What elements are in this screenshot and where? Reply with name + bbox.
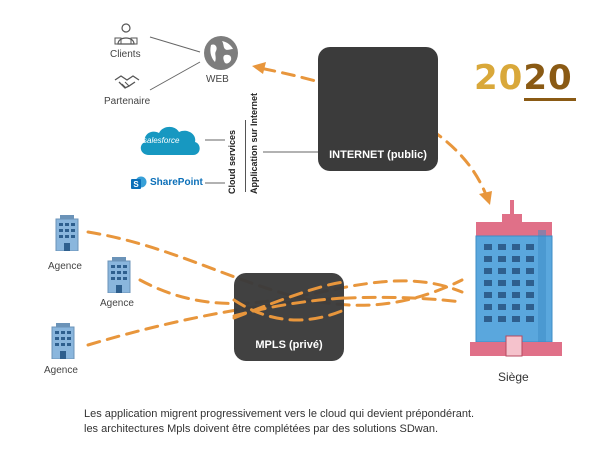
- year-title: 2020: [474, 58, 573, 98]
- mpls-box: MPLS (privé): [234, 273, 344, 361]
- siege-building-icon: [470, 200, 562, 357]
- salesforce-cloud-icon: [140, 126, 200, 155]
- clients-web-line: [149, 36, 201, 53]
- year-part1: 20: [474, 58, 524, 98]
- flow-agence2-over: [232, 280, 346, 320]
- application-internet-text: Application sur Internet: [249, 92, 259, 194]
- clients-label: Clients: [110, 49, 141, 60]
- agence-building-icon-1: [55, 215, 79, 251]
- caption-line-1: Les application migrent progressivement …: [84, 408, 475, 420]
- arrow-head-siege: [479, 191, 492, 205]
- agence-label-3: Agence: [44, 365, 78, 376]
- cloud-bracket-line: [245, 120, 246, 192]
- flow-agence3-over: [232, 296, 346, 318]
- agence-building-icon-2: [107, 257, 131, 293]
- agence-label-2: Agence: [100, 298, 134, 309]
- internet-label: INTERNET (public): [329, 149, 427, 161]
- internet-box: INTERNET (public): [318, 47, 438, 171]
- mpls-label: MPLS (privé): [255, 339, 323, 351]
- flow-agence1: [86, 230, 464, 307]
- web-label: WEB: [206, 74, 229, 85]
- caption-line-2: les architectures Mpls doivent être comp…: [84, 423, 439, 435]
- agence-building-icon-3: [51, 323, 75, 359]
- clients-icon: [114, 23, 138, 45]
- handshake-icon: [114, 75, 140, 89]
- year-part2: 20: [523, 58, 573, 98]
- arrow-head-web: [252, 62, 266, 74]
- salesforce-label: salesforce: [143, 136, 180, 145]
- svg-text:S: S: [133, 180, 139, 189]
- siege-label: Siège: [498, 370, 529, 384]
- internet-flow: [258, 66, 490, 202]
- sharepoint-icon: S: [131, 176, 147, 189]
- agence-label-1: Agence: [48, 261, 82, 272]
- flow-agence1-over: [232, 298, 346, 322]
- globe-icon: [204, 36, 238, 70]
- sharepoint-label: SharePoint: [150, 177, 203, 188]
- partenaire-web-line: [149, 61, 201, 91]
- partenaire-label: Partenaire: [104, 96, 151, 107]
- cloud-services-text: Cloud services: [227, 129, 237, 194]
- year-underline: [524, 98, 576, 101]
